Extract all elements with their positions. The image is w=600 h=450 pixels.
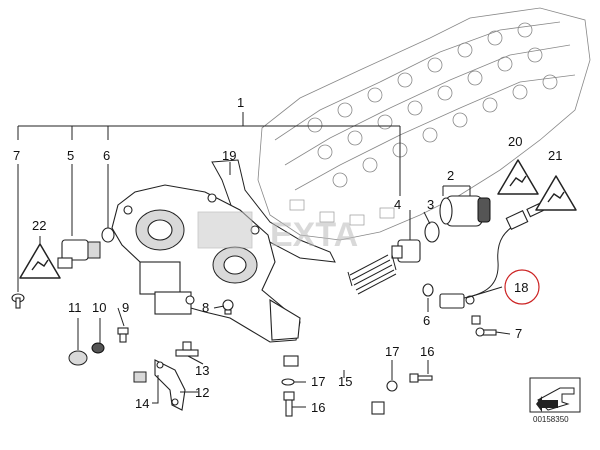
callout-16-left: 16 (311, 400, 325, 415)
callout-5: 5 (67, 148, 74, 163)
callout-14: 14 (135, 396, 149, 411)
callout-4: 4 (394, 197, 401, 212)
nut-14 (133, 371, 147, 383)
warning-triangle-right-20 (497, 159, 539, 195)
seal-ring-right (422, 283, 434, 297)
callout-6-right: 6 (423, 313, 430, 328)
callout-1: 1 (237, 95, 244, 110)
vanos-housing (111, 184, 301, 343)
callout-7-left: 7 (13, 148, 20, 163)
callout-9: 9 (122, 300, 129, 315)
callout-10: 10 (92, 300, 106, 315)
arrow-icon (536, 396, 558, 412)
callout-22: 22 (32, 218, 46, 233)
stud-13 (175, 341, 199, 357)
o-ring (424, 221, 440, 243)
piston (391, 239, 421, 263)
bolt-9 (117, 327, 129, 343)
callout-15: 15 (338, 374, 352, 389)
plug-10 (91, 342, 105, 354)
watermark-text: EXTA (270, 216, 358, 254)
leader-lines (17, 112, 511, 408)
bolt (11, 293, 25, 309)
bolt-right (475, 327, 497, 337)
callout-20: 20 (508, 134, 522, 149)
cylinder-head (257, 7, 591, 241)
callout-2: 2 (447, 168, 454, 183)
callout-11: 11 (68, 300, 82, 315)
callout-18: 18 (514, 280, 528, 295)
screw-8 (222, 299, 234, 315)
callout-8: 8 (202, 300, 209, 315)
banjo-bolt-16-right (409, 373, 433, 383)
warning-triangle-left (19, 243, 61, 279)
highlight-ring (504, 269, 540, 305)
sensor-with-cable (439, 202, 544, 325)
catalog-number: 00158350 (533, 415, 569, 424)
bracket-12 (154, 359, 186, 411)
callout-19: 19 (222, 148, 236, 163)
solenoid-valve (57, 239, 101, 269)
oil-line (283, 343, 385, 415)
callout-7-right: 7 (515, 326, 522, 341)
callout-17-left: 17 (311, 374, 325, 389)
catalog-box: 00158350 (529, 377, 581, 424)
callout-16-right: 16 (420, 344, 434, 359)
plug-11 (68, 350, 88, 366)
gasket (211, 159, 336, 263)
compression-spring (347, 254, 397, 295)
washer-17-right (386, 380, 398, 392)
callout-numbers: 1 2 3 4 5 6 6 7 7 8 9 10 11 12 13 14 15 … (13, 95, 562, 415)
watermark: EXTA (197, 211, 358, 254)
callout-13: 13 (195, 363, 209, 378)
banjo-bolt-16-left (283, 391, 295, 417)
callout-17-right: 17 (385, 344, 399, 359)
callout-3: 3 (427, 197, 434, 212)
warning-triangle-right-21 (535, 175, 577, 211)
solenoid-pump (439, 195, 491, 227)
callout-21: 21 (548, 148, 562, 163)
washer-17-left (281, 378, 295, 386)
callout-6-top: 6 (103, 148, 110, 163)
callout-12: 12 (195, 385, 209, 400)
seal-ring (101, 227, 115, 243)
